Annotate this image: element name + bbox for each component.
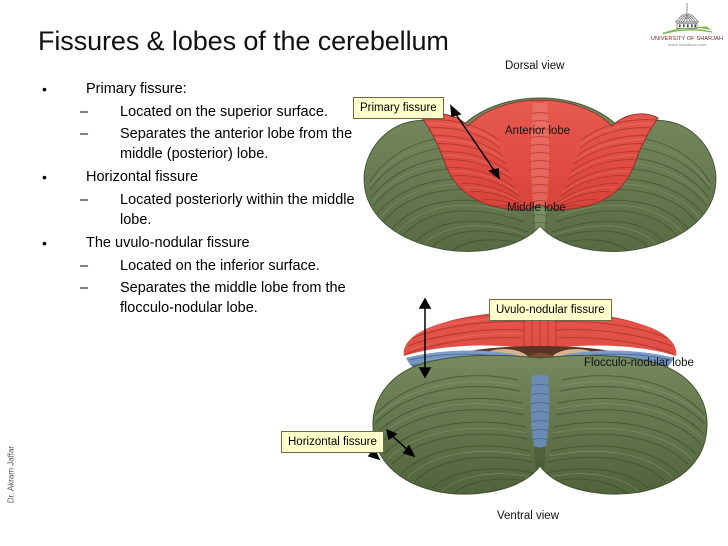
- bullet-item: • Primary fissure:: [38, 79, 358, 100]
- sub-bullet-marker: –: [80, 192, 89, 208]
- sub-bullet-text: Located on the superior surface.: [120, 104, 328, 120]
- bullet-text: The uvulo-nodular fissure: [86, 235, 250, 251]
- page-title: Fissures & lobes of the cerebellum: [38, 26, 449, 56]
- callout-horizontal-fissure: Horizontal fissure: [281, 431, 384, 453]
- university-dome-logo-icon: [648, 2, 726, 36]
- bullet-marker: •: [42, 235, 47, 251]
- sub-bullet-marker: –: [80, 104, 89, 120]
- logo-university-name: UNIVERSITY OF SHARJAH: [650, 36, 724, 42]
- sub-bullet-text: Separates the middle lobe from the flocc…: [120, 280, 346, 316]
- label-middle-lobe: Middle lobe: [507, 202, 566, 214]
- ventral-view-figure: [346, 296, 728, 501]
- label-flocculo-nodular-lobe: Flocculo-nodular lobe: [584, 357, 694, 369]
- author-credit: Dr. Akram Jaffar: [6, 445, 16, 504]
- label-anterior-lobe: Anterior lobe: [505, 125, 571, 137]
- sub-bullet-item: – Separates the anterior lobe from the m…: [38, 124, 358, 164]
- bullet-marker: •: [42, 169, 47, 185]
- sub-bullet-item: – Located posteriorly within the middle …: [38, 190, 358, 230]
- bullet-list: • Primary fissure: – Located on the supe…: [38, 76, 358, 318]
- sub-bullet-marker: –: [80, 258, 89, 274]
- sub-bullet-item: – Separates the middle lobe from the flo…: [38, 278, 358, 318]
- bullet-text: Horizontal fissure: [86, 169, 199, 185]
- bullet-text: Primary fissure:: [86, 81, 187, 97]
- sub-bullet-text: Separates the anterior lobe from the mid…: [120, 126, 353, 162]
- sub-bullet-item: – Located on the inferior surface.: [38, 256, 358, 276]
- bullet-item: • The uvulo-nodular fissure: [38, 233, 358, 254]
- callout-primary-fissure: Primary fissure: [353, 97, 444, 119]
- dorsal-view-figure: [352, 70, 728, 270]
- sub-bullet-marker: –: [80, 126, 89, 142]
- ventral-view-label: Ventral view: [497, 510, 560, 522]
- dorsal-view-label: Dorsal view: [505, 60, 565, 72]
- sub-bullet-text: Located posteriorly within the middle lo…: [120, 192, 355, 228]
- university-logo: UNIVERSITY OF SHARJAH where civilization…: [648, 2, 726, 52]
- sub-bullet-text: Located on the inferior surface.: [120, 258, 320, 274]
- logo-tagline: where civilizations meet: [668, 43, 706, 47]
- bullet-marker: •: [42, 81, 47, 97]
- sub-bullet-marker: –: [80, 280, 89, 296]
- bullet-item: • Horizontal fissure: [38, 167, 358, 188]
- sub-bullet-item: – Located on the superior surface.: [38, 102, 358, 122]
- callout-uvulo-nodular-fissure: Uvulo-nodular fissure: [489, 299, 612, 321]
- horizontal-fissure-arrow: [385, 428, 416, 458]
